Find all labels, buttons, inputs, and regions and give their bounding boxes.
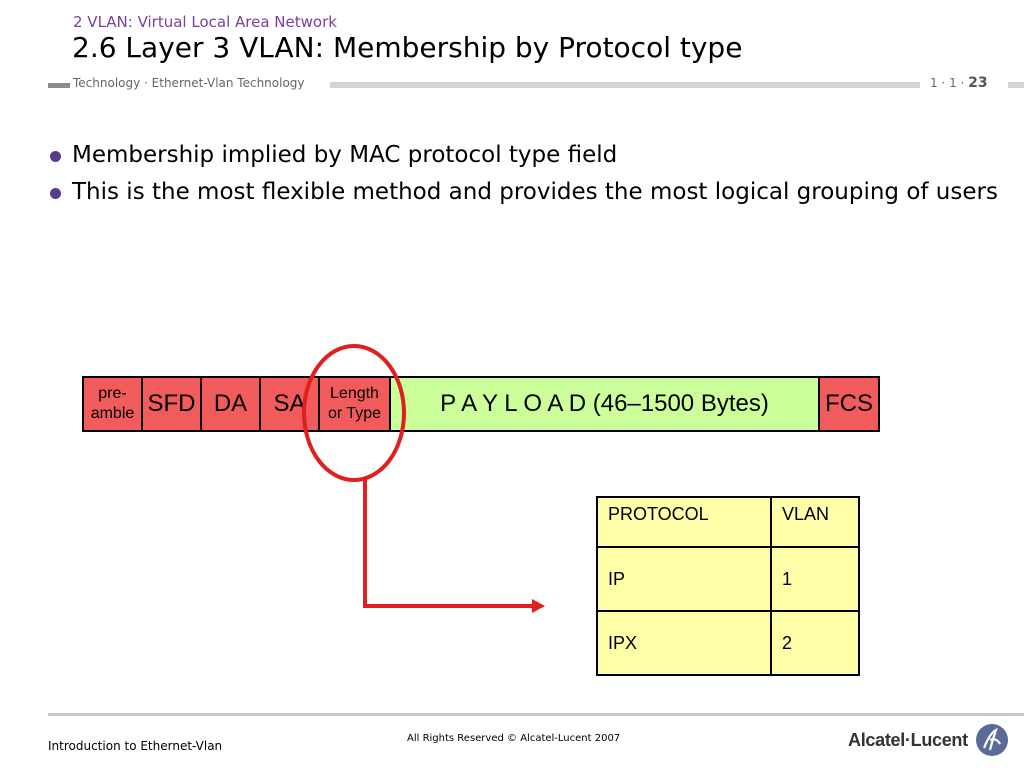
arrow-head-icon — [532, 599, 545, 613]
frame-fcs: FCS — [820, 378, 878, 430]
logo-text: Alcatel·Lucent — [848, 729, 968, 750]
frame-da: DA — [202, 378, 261, 430]
table-cell: IPX — [596, 610, 772, 676]
table-header-protocol: PROTOCOL — [596, 496, 772, 548]
table-row: IPX 2 — [596, 610, 860, 676]
company-logo: Alcatel·Lucent — [848, 724, 1008, 756]
bullet-text: Membership implied by MAC protocol type … — [72, 142, 618, 168]
frame-payload: P A Y L O A D (46–1500 Bytes) — [391, 378, 820, 430]
page-number: 1 · 1 · 23 — [930, 75, 988, 91]
frame-sa: SA — [261, 378, 320, 430]
preamble-line2: amble — [90, 405, 135, 422]
page-number-value: 23 — [968, 75, 988, 91]
bullet-dot-icon — [50, 188, 61, 199]
preamble-line1: pre- — [98, 385, 127, 402]
frame-length-type: Length or Type — [320, 378, 391, 430]
logo-mark-icon — [975, 724, 1008, 756]
bullet-list: Membership implied by MAC protocol type … — [48, 140, 1008, 214]
table-header-vlan: VLAN — [770, 496, 860, 548]
bullet-dot-icon — [50, 151, 61, 162]
table-cell: IP — [596, 546, 772, 612]
footer-divider — [48, 713, 1024, 716]
length-line1: Length — [330, 385, 379, 402]
table-row: IP 1 — [596, 546, 860, 612]
section-label: Technology · Ethernet-Vlan Technology — [73, 76, 305, 90]
frame-preamble: pre-amble — [84, 378, 143, 430]
table-header-row: PROTOCOL VLAN — [596, 496, 860, 548]
bullet-item: This is the most flexible method and pro… — [48, 177, 1008, 208]
ethernet-frame: pre-amble SFD DA SA Length or Type P A Y … — [82, 376, 880, 432]
page-title: 2.6 Layer 3 VLAN: Membership by Protocol… — [72, 31, 743, 64]
table-cell: 1 — [770, 546, 860, 612]
subtitle: 2 VLAN: Virtual Local Area Network — [73, 13, 337, 31]
highlight-circle — [302, 344, 406, 482]
header-bar-mid — [330, 82, 920, 88]
header-bar-left — [48, 83, 70, 88]
bullet-text: This is the most flexible method and pro… — [72, 179, 998, 205]
length-line2: or Type — [327, 405, 382, 422]
footer-copyright: All Rights Reserved © Alcatel-Lucent 200… — [407, 733, 621, 744]
bullet-item: Membership implied by MAC protocol type … — [48, 140, 1008, 171]
pointer-arrow-line — [363, 480, 538, 608]
protocol-vlan-table: PROTOCOL VLAN IP 1 IPX 2 — [596, 496, 860, 676]
header-bar-right — [1008, 82, 1024, 88]
footer-course-title: Introduction to Ethernet-Vlan — [48, 739, 223, 753]
page-prefix: 1 · 1 · — [930, 76, 965, 90]
table-cell: 2 — [770, 610, 860, 676]
frame-sfd: SFD — [143, 378, 202, 430]
